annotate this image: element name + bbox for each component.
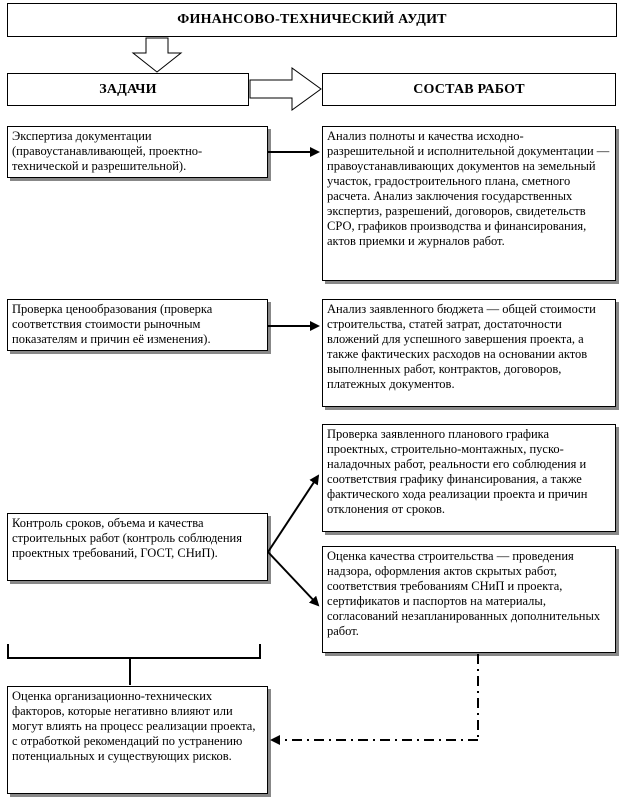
arrow-row3-up [267,474,320,553]
summary-box: Оценка организационно-технических фактор… [7,686,268,794]
works-header: СОСТАВ РАБОТ [413,81,525,97]
task-text: Экспертиза документации (правоустанавлив… [12,129,203,173]
task-box-pricing: Проверка ценообразования (проверка соотв… [7,299,268,351]
summary-text: Оценка организационно-технических фактор… [12,689,256,763]
task-box-documentation: Экспертиза документации (правоустанавлив… [7,126,268,178]
works-header-box: СОСТАВ РАБОТ [322,73,616,106]
task-text: Контроль сроков, объема и качества строи… [12,516,242,560]
grouping-bracket [7,644,261,670]
work-text: Проверка заявленного планового графика п… [327,427,588,516]
work-box-schedule: Проверка заявленного планового графика п… [322,424,616,532]
task-box-control: Контроль сроков, объема и качества строи… [7,513,268,581]
work-text: Анализ полноты и качества исходно-разреш… [327,129,610,248]
work-text: Оценка качества строительства — проведен… [327,549,601,638]
work-box-pricing: Анализ заявленного бюджета — общей стоим… [322,299,616,407]
tasks-header: ЗАДАЧИ [99,81,157,97]
work-text: Анализ заявленного бюджета — общей стоим… [327,302,596,391]
work-box-quality: Оценка качества строительства — проведен… [322,546,616,653]
work-box-documentation: Анализ полноты и качества исходно-разреш… [322,126,616,281]
down-hollow-arrow [131,37,183,73]
right-hollow-arrow [249,67,322,111]
arrow-row3-down [267,551,320,607]
tasks-header-box: ЗАДАЧИ [7,73,249,106]
task-text: Проверка ценообразования (проверка соотв… [12,302,213,346]
audit-title: ФИНАНСОВО-ТЕХНИЧЕСКИЙ АУДИТ [177,12,447,27]
audit-title-box: ФИНАНСОВО-ТЕХНИЧЕСКИЙ АУДИТ [7,3,617,37]
